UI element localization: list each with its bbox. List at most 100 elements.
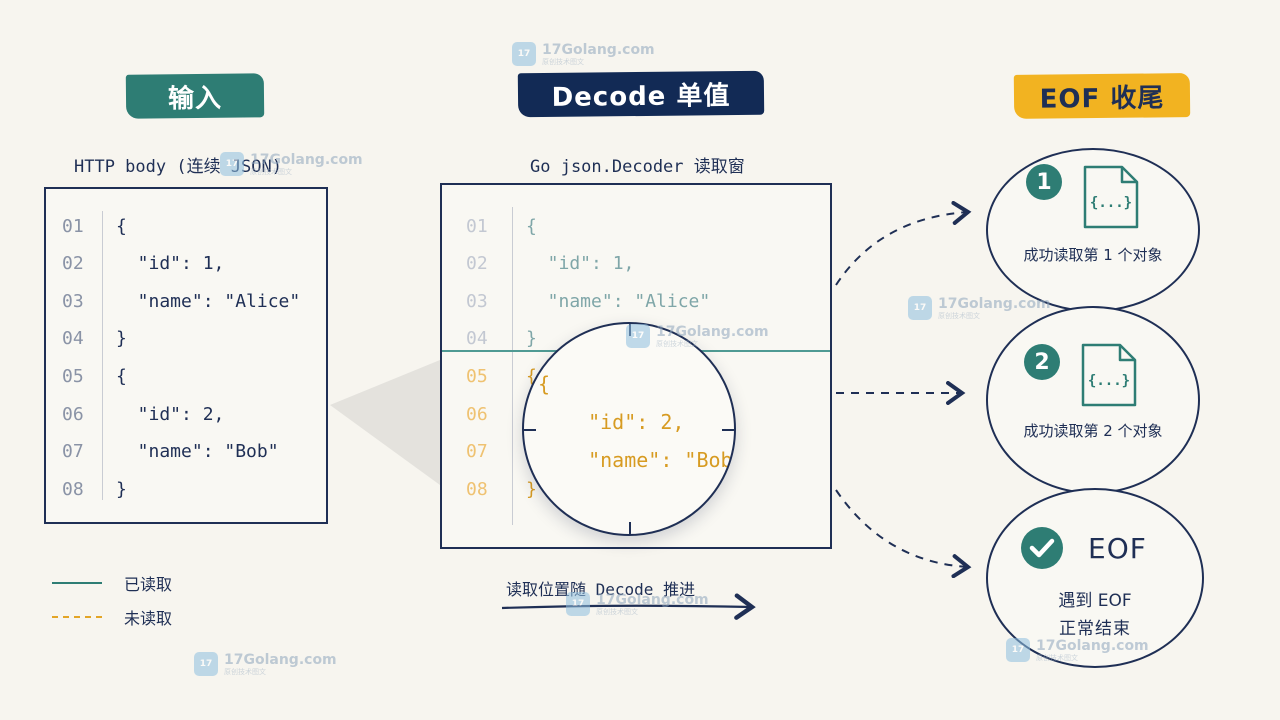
eof-title: EOF [1088,532,1147,565]
code-line: 08} [46,474,326,504]
progress-label: 读取位置随 Decode 推进 [506,580,696,599]
watermark-logo-icon: 17 [194,652,218,676]
watermark-logo-icon: 17 [220,152,244,176]
watermark-logo-icon: 17 [908,296,932,320]
progress-arrow [501,593,756,620]
watermark-text: 17Golang.com [542,41,655,58]
line-number: 02 [62,253,84,275]
watermark-text: 17Golang.com [656,323,769,340]
code-text: "name": "Bob" [116,441,279,463]
header-input-label: 输入 [167,83,223,114]
watermark-subtext: 原创技术图文 [1036,653,1078,662]
watermark-text: 17Golang.com [938,295,1051,312]
code-text: "name": "Alice" [116,290,301,312]
watermark-subtext: 原创技术图文 [542,57,584,66]
legend-label-unread: 未读取 [124,609,173,628]
code-line: 02 "id": 1, [442,249,830,279]
legend-item-unread: 未读取 [52,600,172,634]
legend: 已读取 未读取 [52,566,172,634]
code-text: } [116,328,127,350]
arrow-to-eof [835,489,972,579]
line-number: 01 [466,215,488,237]
eof-line-2: 正常结束 [1059,619,1131,639]
line-number: 07 [62,441,84,463]
header-eof-label: EOF 收尾 [1039,82,1165,115]
result-first-label: 成功读取第 1 个对象 [1023,246,1163,264]
step-badge-1: 1 [1026,164,1062,200]
legend-label-read: 已读取 [124,575,173,594]
arrow-to-result-1 [835,200,972,286]
step-badge-2: 2 [1024,344,1060,380]
header-decode-label: Decode 单值 [551,80,731,113]
json-file-icon-text: {...} [1088,373,1130,389]
lens-tick-bottom [629,522,631,534]
watermark-text: 17Golang.com [1036,637,1149,654]
watermark-logo-icon: 17 [566,592,590,616]
watermark-subtext: 原创技术图文 [656,339,698,348]
check-circle-icon [1021,527,1063,569]
line-number: 03 [466,290,488,312]
code-text: { [526,215,537,237]
watermark-logo-icon: 17 [512,42,536,66]
result-first-object: 1 {...} 成功读取第 1 个对象 [986,148,1200,312]
json-file-icon-text: {...} [1090,195,1132,211]
code-line: 04} [46,324,326,354]
lens-tick-right [722,429,734,431]
watermark-text: 17Golang.com [224,651,337,668]
input-code-panel: 01{ 02 "id": 1, 03 "name": "Alice" 04} 05 {06… [44,187,328,524]
code-text: { [116,365,127,387]
code-text: "id": 1, [116,253,225,275]
code-line: 06 "id": 2, [46,399,326,429]
line-number: 02 [466,253,488,275]
line-number: 05 [62,365,84,387]
line-number: 07 [466,441,488,463]
line-number: 03 [62,290,84,312]
header-decode: Decode 单值 [518,71,764,118]
code-line: 07 "name": "Bob" [46,437,326,467]
watermark-subtext: 原创技术图文 [224,667,266,676]
code-text: "name": "Alice" [526,290,711,312]
lens-code-line: "id": 2, [564,410,685,434]
line-number: 05 [466,365,488,387]
code-text: "id": 2, [116,403,225,425]
code-line: 02 "id": 1, [46,249,326,279]
code-text: { [526,365,537,387]
code-text: "id": 1, [526,253,635,275]
line-number: 04 [466,328,488,350]
legend-swatch-read [52,582,102,584]
line-number: 04 [62,328,84,350]
code-line: 03 "name": "Alice" [442,286,830,316]
code-line: 01 { [442,211,830,241]
code-line: 01{ [46,211,326,241]
watermark-subtext: 原创技术图文 [250,167,292,176]
gutter-divider [512,207,513,525]
header-input: 输入 [126,73,264,118]
watermark-text: 17Golang.com [596,591,709,608]
json-file-icon: {...} [1083,165,1139,229]
code-text: } [116,478,127,500]
lens-tick-left [524,429,536,431]
result-second-label: 成功读取第 2 个对象 [1023,422,1163,440]
legend-item-read: 已读取 [52,566,172,600]
code-text: { [116,215,127,237]
code-text: } [526,478,537,500]
lens-code-line: { [538,372,551,396]
eof-line-1: 遇到 EOF [1058,591,1132,611]
watermark-subtext: 原创技术图文 [596,607,638,616]
watermark-logo-icon: 17 [626,324,650,348]
zoom-beam [330,360,440,485]
line-number: 08 [62,478,84,500]
code-line: 05 { [46,361,326,391]
magnifier-lens: { "id": 2, "name": "Bob" [522,322,736,536]
result-second-object: 2 {...} 成功读取第 2 个对象 [986,306,1200,494]
line-number: 06 [466,403,488,425]
gutter-divider [102,211,103,500]
line-number: 06 [62,403,84,425]
